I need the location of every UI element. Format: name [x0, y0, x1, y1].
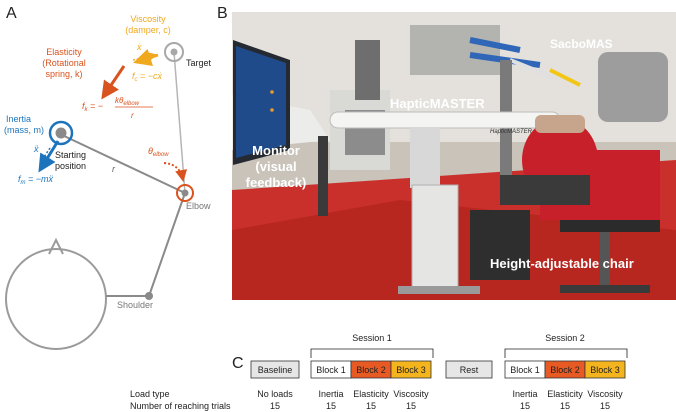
viscosity-xdot: ẋ [136, 42, 142, 52]
label-hapticmaster: HapticMASTER [390, 96, 485, 111]
inertial-force-arrow [38, 140, 60, 173]
session-2-block-1-load: Inertia [512, 389, 537, 399]
target-ring [164, 42, 184, 62]
target-label: Target [186, 58, 212, 68]
session-1-block-1-trials: 15 [326, 401, 336, 411]
damping-force-arrow [133, 48, 159, 67]
session-2-block-2-trials: 15 [560, 401, 570, 411]
elbow-joint [181, 189, 189, 197]
elasticity-numerator: kθelbow [115, 96, 140, 107]
session-2-block-3-load: Viscosity [587, 389, 623, 399]
elasticity-denominator: r [131, 111, 134, 120]
label-sacbomas: SacboMAS [550, 37, 613, 51]
label-monitor: Monitor [252, 143, 300, 158]
viscosity-force-eq: fc = −cẋ [132, 71, 163, 83]
viscosity-subtitle: (damper, c) [125, 25, 171, 35]
session-1-block-3-label: Block 3 [396, 365, 426, 375]
r-label: r [112, 164, 116, 174]
session-1-block-2-trials: 15 [366, 401, 376, 411]
session-1-label: Session 1 [352, 333, 392, 343]
session-2-block-3-label: Block 3 [590, 365, 620, 375]
session-2-block-3-box [584, 360, 626, 379]
label-monitor-line3: feedback) [246, 175, 307, 190]
panel-letter-c: C [232, 355, 244, 372]
baseline-trials: 15 [270, 401, 280, 411]
session-1-block-2-load: Elasticity [353, 389, 389, 399]
session-2-blocks: Block 1 Inertia 15 Block 2 Elasticity 15 Block… [504, 360, 626, 411]
label-chair: Height-adjustable chair [490, 256, 634, 271]
panel-letter-a: A [6, 5, 17, 22]
start-dot [55, 127, 67, 139]
session-2-block-1-label: Block 1 [510, 365, 540, 375]
elasticity-line3: spring, k) [45, 69, 82, 79]
theta-rotation-arrow [163, 162, 188, 182]
elbow-label: Elbow [186, 201, 211, 211]
elbow-joint-ring [176, 184, 194, 202]
starting-position-line1: Starting [55, 150, 86, 160]
label-monitor-line2: (visual [255, 159, 296, 174]
session-1-block-3-box [390, 360, 432, 379]
session-2-block-2-label: Block 2 [550, 365, 580, 375]
baseline-box [250, 360, 300, 379]
inertia-subtitle: (mass, m) [4, 125, 44, 135]
forearm-segment [61, 134, 186, 194]
lab-photo [232, 12, 676, 300]
shoulder-joint [145, 292, 153, 300]
elasticity-title: Elasticity [46, 47, 82, 57]
hapticmaster-logo: HapticMASTER [490, 129, 533, 135]
inertia-xddot: ẍ [33, 144, 39, 154]
baseline-load: No loads [257, 389, 293, 399]
session-2-bracket [504, 348, 628, 358]
upper-arm-segment [148, 192, 186, 297]
session-1-block-3-trials: 15 [406, 401, 416, 411]
session-1-block-2-label: Block 2 [356, 365, 386, 375]
row-label-load-type: Load type [130, 389, 170, 399]
session-1-blocks: Block 1 Inertia 15 Block 2 Elasticity 15 Block… [310, 360, 432, 411]
starting-position-line2: position [55, 161, 86, 171]
session-1-block-1-load: Inertia [318, 389, 343, 399]
session-1-block-3-load: Viscosity [393, 389, 429, 399]
elasticity-line2: (Rotational [42, 58, 86, 68]
body-figure [5, 237, 107, 350]
session-2-label: Session 2 [545, 333, 585, 343]
shoulder-label: Shoulder [117, 300, 153, 310]
theta-elbow-label: θelbow [148, 146, 169, 158]
inertia-title: Inertia [6, 114, 31, 124]
row-label-trials: Number of reaching trials [130, 401, 231, 411]
baseline-label: Baseline [258, 365, 293, 375]
inertia-force-eq: fm = −mẍ [18, 174, 54, 186]
elasticity-force-lhs: fk = − [82, 101, 103, 113]
session-1-bracket [310, 348, 434, 358]
panel-letter-b: B [217, 5, 228, 22]
session-2-block-2-load: Elasticity [547, 389, 583, 399]
session-1-block-1-label: Block 1 [316, 365, 346, 375]
spring-force-arrow [101, 65, 126, 100]
rest-label: Rest [460, 365, 479, 375]
start-ring [48, 120, 74, 146]
rest-box [445, 360, 493, 379]
viscosity-title: Viscosity [130, 14, 166, 24]
forearm-to-target-segment [173, 51, 186, 194]
session-2-block-3-trials: 15 [600, 401, 610, 411]
session-2-block-1-trials: 15 [520, 401, 530, 411]
target-dot [170, 48, 178, 56]
